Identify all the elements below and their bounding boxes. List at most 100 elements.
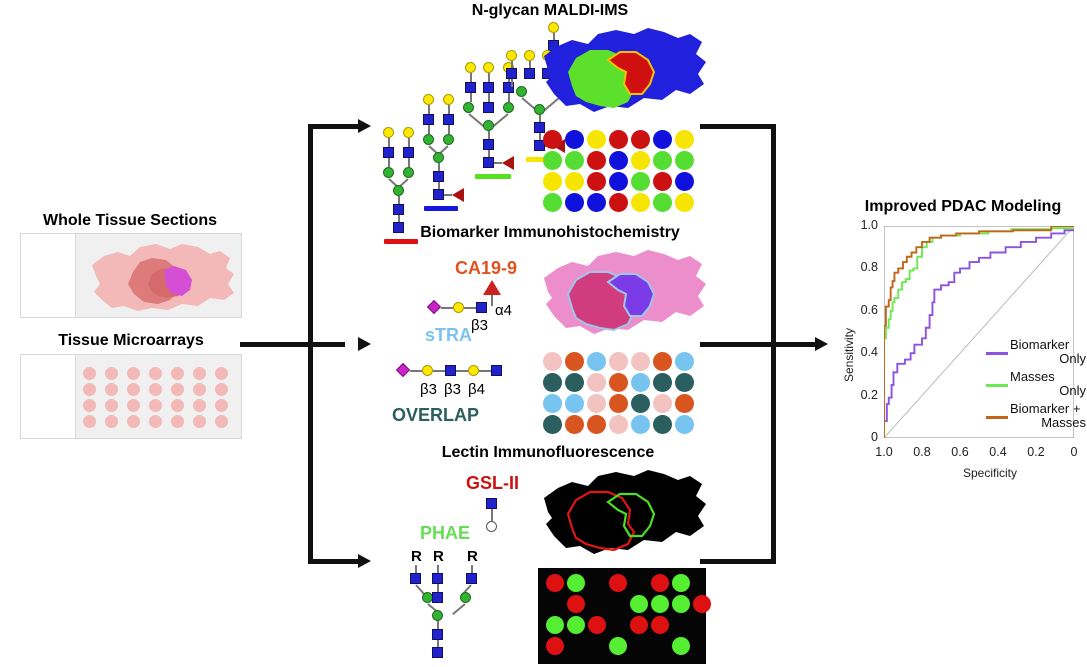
tma-spot [543,394,562,413]
glycan-mannose-circle [534,104,545,115]
glycan-bond [415,565,417,573]
roc-x-axis-label: Specificity [963,466,1018,480]
lectin-if-panel [538,568,711,664]
nglycan-structures [365,22,571,244]
tma-spot [631,151,650,170]
linkage-beta4-label: β4 [468,381,485,398]
tma-spot [693,595,711,613]
glycan-glcnac-square [476,302,487,313]
tma-core-dot [83,415,96,428]
glycan-bond [438,182,440,189]
nglycan-underline-bar [475,174,511,179]
tma-spot [565,394,584,413]
tma-spot [543,352,562,371]
glycan-galactose-circle [548,22,559,33]
glycan-bond [410,370,422,372]
tma-spot [675,151,694,170]
tma-spot [567,616,585,634]
tma-spot [565,151,584,170]
tma-spot [609,193,628,212]
nglycan-tma-grid [543,130,694,215]
tma-spot [653,394,672,413]
roc-chart-title: Improved PDAC Modeling [864,198,1062,215]
tma-slide [20,354,242,439]
glycan-bond [398,215,400,222]
left-arrow-trunk-horizontal [240,342,345,347]
whole-tissue-title: Whole Tissue Sections [43,212,217,229]
glycan-bond [408,158,410,167]
roc-y-tick: 1.0 [860,218,878,232]
glycan-mannose-circle [403,167,414,178]
glycan-glcnac-square [403,147,414,158]
roc-legend-label-line2: Masses [1041,415,1086,430]
glycan-sialic-acid-diamond [395,362,411,378]
glycan-bond [464,307,476,309]
tma-spot [675,394,694,413]
glycan-galactose-circle [468,365,479,376]
tma-spot [631,352,650,371]
tma-frosted-end [21,355,76,438]
tma-spot [609,352,628,371]
glycan-galactose-circle [506,50,517,61]
glycan-bond [539,133,541,140]
ihc-tissue-image [544,250,706,334]
tma-spot [675,172,694,191]
glycan-bond [488,73,490,82]
gsl-ii-glycan-structure [478,498,518,543]
glycan-bond [488,131,490,139]
glycan-bond [511,61,513,69]
glycan-bond [470,73,472,82]
tma-spot [675,352,694,371]
glycan-bond [441,307,453,309]
left-arrow-branch-top [308,124,360,129]
glycan-mannose-circle [463,102,474,113]
glycan-glcnac-square [483,82,494,93]
tma-spot [565,130,584,149]
tma-core-dot [171,399,184,412]
tma-spot [587,415,606,434]
tma-title: Tissue Microarrays [58,332,204,349]
right-arrow-output-horizontal [771,342,817,347]
tma-spot [672,574,690,592]
tma-core-dot [149,399,162,412]
glycan-bond [437,584,439,592]
tma-spot [609,130,628,149]
glycan-glcnac-square [410,573,421,584]
glycan-mannose-circle [383,167,394,178]
glycan-sialic-acid-diamond [426,299,442,315]
glycan-bond [491,295,493,306]
tma-spot [653,151,672,170]
glycan-bond [553,33,555,41]
glycan-glcnac-square [483,157,494,168]
glycan-mannose-circle [423,134,434,145]
tma-spot [672,595,690,613]
tma-spot [609,574,627,592]
tma-spot [653,130,672,149]
tma-spot [675,130,694,149]
tma-spot [653,352,672,371]
lectin-tissue-image [544,470,706,554]
tma-core-dot [127,367,140,380]
glycan-glcnac-square [466,573,477,584]
stra-label: sTRA [425,325,473,345]
glycan-glcnac-square [432,573,443,584]
right-arrow-manifold [700,120,830,564]
glycan-mannose-circle [503,102,514,113]
whole-tissue-slide [20,233,242,318]
tma-spot [587,130,606,149]
glycan-fucose-triangle [452,188,464,202]
glycan-bond [388,138,390,147]
glycan-glcnac-square [432,647,443,658]
tma-spot [543,193,562,212]
roc-series-line [884,226,1074,438]
glycan-galactose-circle [443,94,454,105]
tma-spot [587,352,606,371]
glycan-bond [437,640,439,647]
glycan-mannose-circle [393,185,404,196]
tma-spot [653,172,672,191]
glycan-glcnac-square [486,498,497,509]
glycan-bond [479,370,491,372]
left-arrow-head-bottom [358,554,371,568]
tma-core-dot [193,399,206,412]
tma-spot [543,151,562,170]
